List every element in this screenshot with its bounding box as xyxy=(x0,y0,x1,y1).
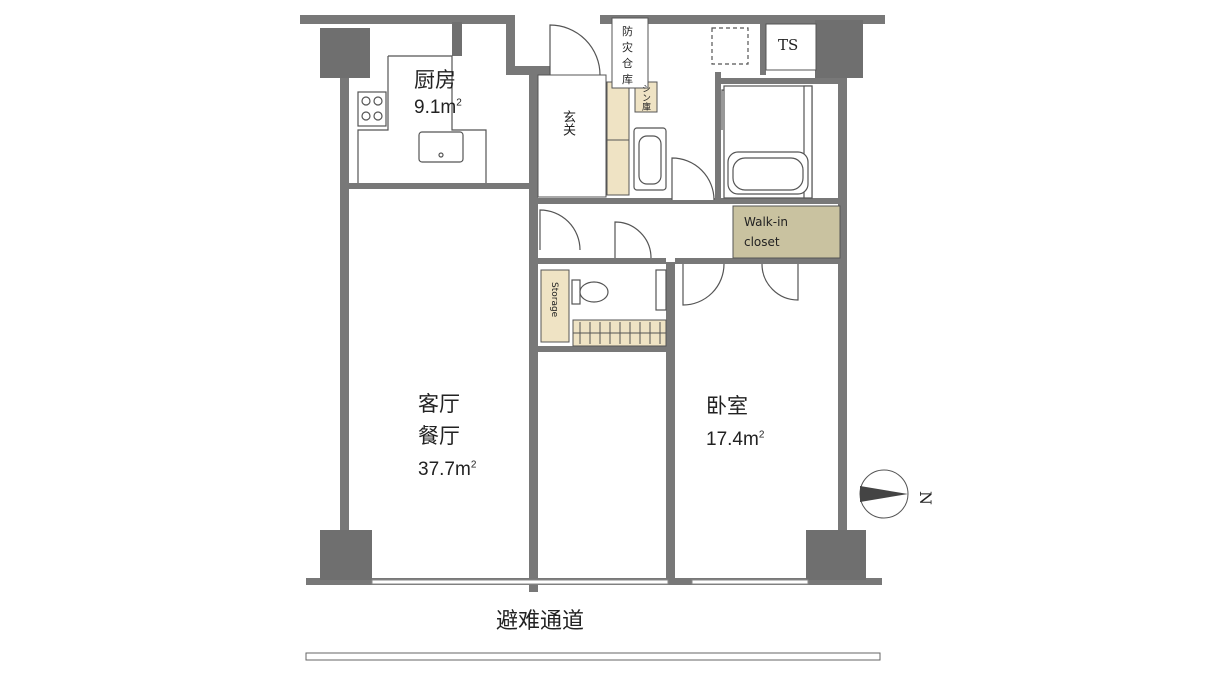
windows xyxy=(371,579,809,585)
closet-rods xyxy=(572,319,667,347)
shoe-storage-label: シン庫 xyxy=(640,84,650,111)
bathroom xyxy=(711,27,813,199)
bedroom-name: 卧室 xyxy=(706,394,748,418)
entrance-label: 玄关 xyxy=(560,110,575,136)
disaster-storage-label: 防灾仓库 xyxy=(622,25,633,86)
corridor-bar xyxy=(305,652,881,661)
entrance-storage xyxy=(537,74,658,198)
storage-label: Storage xyxy=(549,282,559,318)
corridor-label: 避难通道 xyxy=(496,609,585,634)
compass-icon xyxy=(859,469,909,519)
walk-in-closet xyxy=(732,205,841,259)
kitchen-area: 9.1m2 xyxy=(414,97,462,118)
bedroom-area: 17.4m2 xyxy=(706,429,765,450)
closet-label-line1: Walk-in xyxy=(744,215,789,229)
living-name-line1: 客厅 xyxy=(418,392,460,416)
storage-cabinet xyxy=(540,269,570,343)
compass-label: N xyxy=(916,491,935,505)
toilet xyxy=(571,269,667,311)
ts-label: TS xyxy=(778,36,799,54)
pillars xyxy=(320,20,866,580)
kitchen-name: 厨房 xyxy=(414,68,456,92)
closet-label-line2: closet xyxy=(744,235,780,249)
disaster-storage-box xyxy=(611,17,649,89)
kitchen-fixtures xyxy=(357,55,487,183)
living-name-line2: 餐厅 xyxy=(418,424,460,448)
small-bathtub xyxy=(633,127,667,191)
doors xyxy=(539,24,799,306)
living-area: 37.7m2 xyxy=(418,459,477,480)
ts-box xyxy=(765,23,817,71)
